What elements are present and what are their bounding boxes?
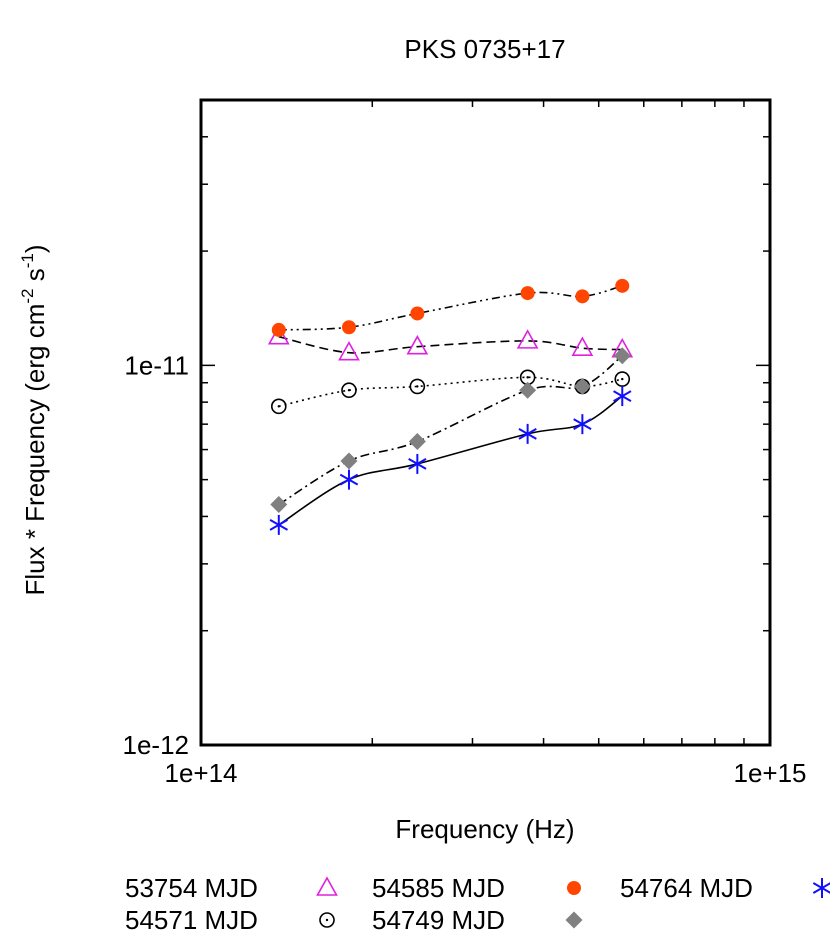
series-line (278, 285, 623, 331)
data-point (339, 469, 359, 490)
data-point (408, 433, 426, 451)
data-point (571, 336, 594, 356)
data-point (316, 876, 338, 896)
y-tick-label: 1e-12 (123, 730, 190, 760)
data-point (613, 386, 632, 407)
data-point (518, 423, 537, 444)
series-markers (267, 278, 634, 535)
data-point (270, 496, 288, 514)
x-tick-label: 1e+15 (733, 758, 806, 788)
x-axis-label: Frequency (Hz) (395, 814, 574, 844)
data-point (341, 320, 356, 335)
chart-title: PKS 0735+17 (404, 34, 565, 64)
data-point (267, 325, 290, 345)
tick-labels: 1e+14 1e+15 1e-12 1e-11 (123, 350, 807, 788)
data-point (565, 911, 583, 929)
data-point (613, 347, 631, 365)
data-point (408, 453, 427, 474)
data-point (519, 381, 537, 399)
series-line (278, 335, 623, 354)
legend-label: 54764 MJD (620, 873, 753, 903)
axis-ticks (200, 99, 771, 746)
data-point (573, 377, 591, 395)
series-curves (278, 285, 623, 526)
data-point (573, 414, 592, 435)
legend-label: 54585 MJD (372, 873, 505, 903)
legend-label: 53754 MJD (125, 873, 258, 903)
data-point (520, 286, 535, 301)
data-point (341, 382, 357, 399)
data-point (615, 278, 630, 293)
legend-label: 54749 MJD (372, 905, 505, 935)
data-point (269, 514, 288, 535)
y-tick-label: 1e-11 (124, 350, 189, 380)
data-point (614, 371, 631, 387)
series-line (278, 395, 623, 526)
data-point (340, 452, 358, 470)
x-tick-label: 1e+14 (164, 758, 237, 788)
data-point (516, 329, 539, 349)
data-point (270, 398, 287, 415)
data-point (319, 912, 335, 928)
data-point (575, 289, 590, 304)
data-point (410, 306, 425, 321)
data-point (406, 335, 429, 355)
data-point (409, 378, 426, 395)
series-line (278, 376, 623, 408)
data-point (567, 881, 581, 895)
series-line (278, 355, 623, 506)
data-point (812, 878, 830, 898)
data-point (338, 341, 360, 361)
plot-frame (199, 98, 772, 747)
data-point (271, 322, 286, 337)
y-axis-label: Flux * Frequency (erg cm-2 s-1) (18, 244, 50, 595)
legend-label: 54571 MJD (125, 905, 258, 935)
